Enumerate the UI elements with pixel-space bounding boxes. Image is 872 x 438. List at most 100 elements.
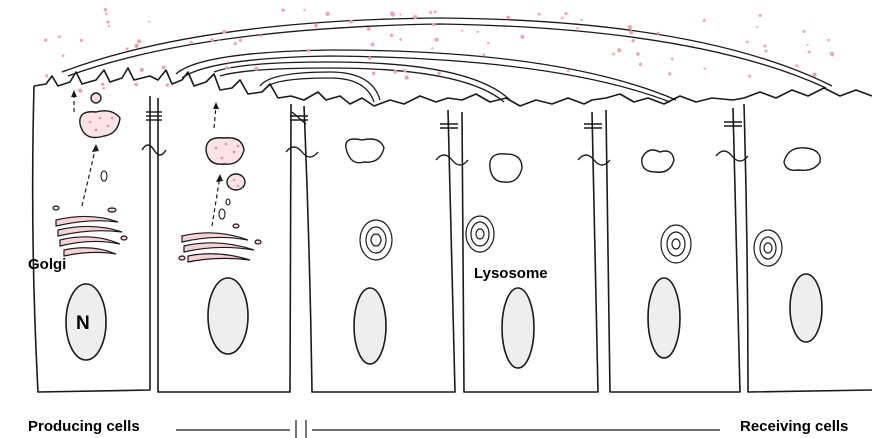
particle [105,13,107,15]
particle [325,12,329,16]
particle [137,39,141,43]
particle [148,21,150,23]
particle [431,47,433,49]
junction-4 [578,124,610,165]
particle [134,44,138,48]
particle [756,26,758,28]
particle [612,53,615,56]
particle [657,32,660,35]
particle [413,15,417,19]
particle [405,76,409,80]
particle [831,54,833,56]
particle [399,13,401,15]
particle [303,9,305,11]
particle [225,66,228,69]
particle [628,25,632,29]
particle [281,9,284,12]
particle [62,54,65,57]
nuclei [66,274,822,368]
particle [746,41,749,44]
golgi-stack-1 [53,206,127,256]
particle [567,69,570,72]
lysosomes [360,216,782,266]
particle [78,88,82,92]
apical-projections [62,18,832,102]
particle [368,56,372,60]
producing-cells-label: Producing cells [28,418,140,435]
particle [314,24,318,28]
particle [393,70,397,74]
particle [101,83,104,86]
particle [44,39,47,42]
particle [476,31,478,33]
particle [434,10,437,13]
particle [367,27,371,31]
golgi-stack-2 [179,224,261,262]
particle [227,61,229,63]
particle [190,41,193,44]
particle [234,42,237,45]
particle [703,19,706,22]
particle [629,30,633,34]
particle [538,13,541,16]
endosomes [346,139,820,182]
junction-5 [716,122,748,161]
particle [639,63,642,66]
particle [45,74,48,77]
particle [140,68,144,72]
particle [254,67,258,71]
particle [435,38,439,42]
particle [668,72,671,75]
particle [371,43,375,47]
particle [803,30,806,33]
particle [632,39,635,42]
particle [429,11,432,14]
particle [166,83,169,86]
small-vesicles [101,171,230,219]
particle [520,35,524,39]
particle [561,17,564,20]
junction-1 [142,112,166,155]
particle [390,34,393,37]
particle [703,68,705,70]
particle [260,34,263,37]
particle [102,87,105,90]
particle [390,11,394,15]
particle [239,39,242,42]
particle [808,51,811,54]
particle [795,64,798,67]
golgi-label: Golgi [28,256,66,273]
particle [564,12,567,15]
particle [576,27,578,29]
particle [210,38,214,42]
particle [748,75,751,78]
particle [126,47,129,50]
receiving-cells-label: Receiving cells [740,418,848,435]
cell-group-separator [176,420,720,438]
particle [108,25,110,27]
particle [222,30,226,34]
particle [759,14,762,17]
particle [228,67,230,69]
particle [372,72,375,75]
particle [104,8,107,11]
junction-3 [436,124,468,165]
particle [218,39,220,41]
particle [58,35,61,38]
particle [671,58,674,61]
particle [461,30,463,32]
particle [487,42,489,44]
particle [307,49,310,52]
particle [399,38,402,41]
particle [827,39,830,42]
cell-6-outline [744,104,872,392]
particle [162,65,166,69]
nucleus-label: N [76,313,90,335]
particle [80,39,83,42]
particle [106,21,109,24]
particle [482,54,485,57]
particle [765,50,768,53]
particle [763,44,766,47]
lysosome-label: Lysosome [474,265,548,282]
